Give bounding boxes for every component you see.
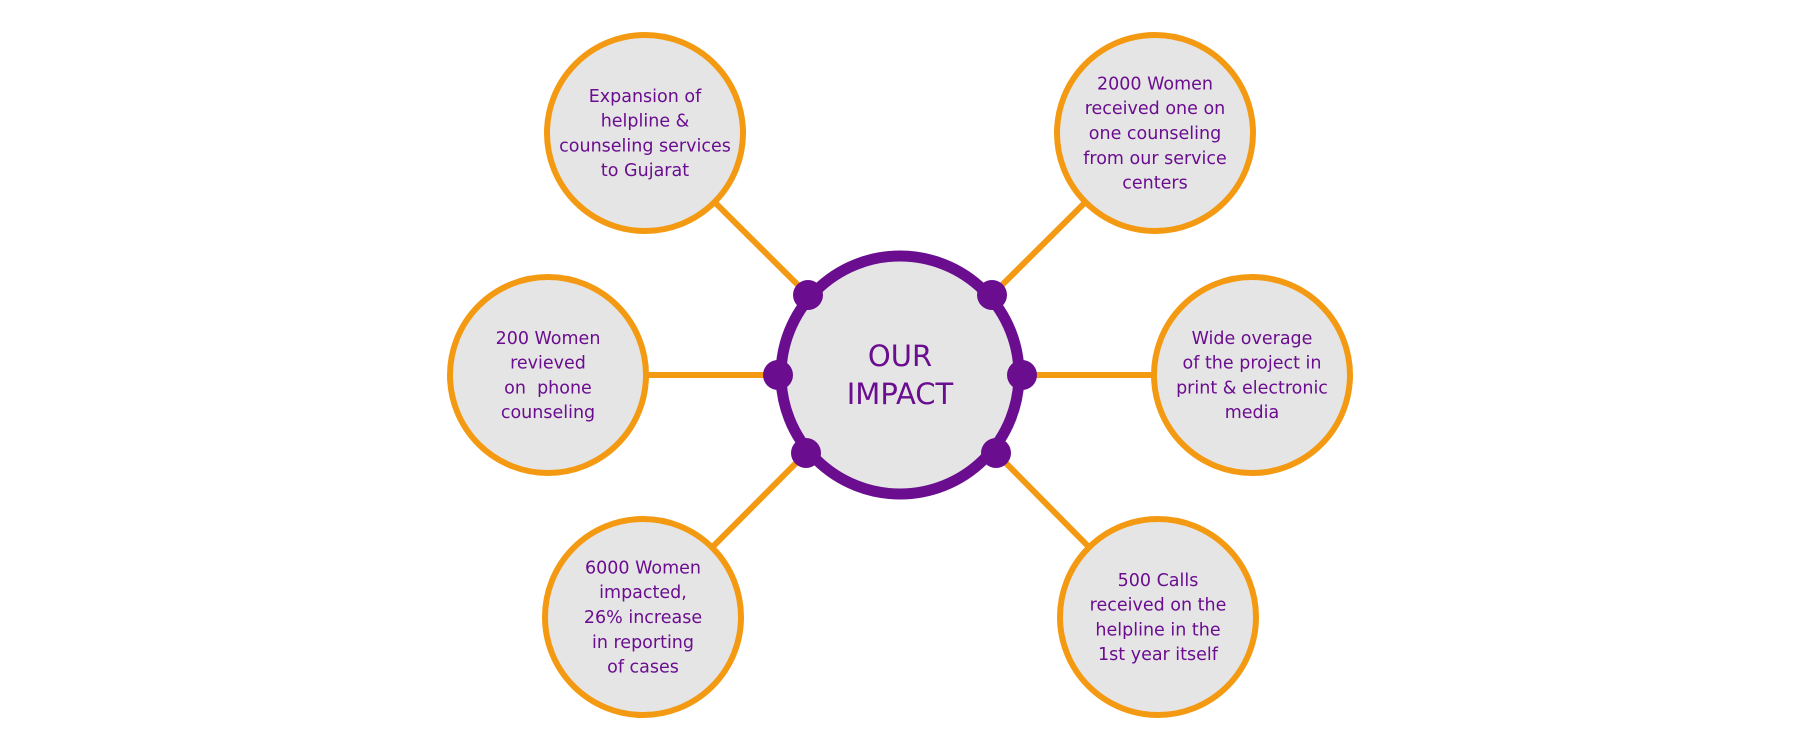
node-circle — [447, 274, 649, 476]
node-text-line: Expansion of — [589, 87, 702, 107]
impact-node-bottom-left: 6000 Women impacted, 26% increase in report… — [542, 516, 744, 718]
node-text-line: 6000 Women — [585, 558, 701, 578]
node-text-line: counseling — [501, 403, 595, 423]
impact-node-top-right: 2000 Women received one on one counseling f… — [1054, 32, 1256, 234]
node-text-line: in reporting — [592, 633, 694, 653]
center-title-line: IMPACT — [847, 377, 954, 411]
connector-line-top-right — [989, 198, 1090, 298]
node-text-line: 500 Calls — [1118, 571, 1199, 591]
impact-node-middle-left: 200 Women revieved on phone counseling — [447, 274, 649, 476]
hub-dot-middle-left — [763, 360, 793, 390]
node-text-line: revieved — [510, 354, 586, 374]
hub-dot-top-right — [977, 280, 1007, 310]
node-circle — [1057, 516, 1259, 718]
node-text-line: of cases — [607, 658, 679, 678]
impact-node-middle-right: Wide overage of the project in print & ele… — [1151, 274, 1353, 476]
connector-line-top-left — [710, 198, 811, 298]
connector-line-bottom-left — [708, 450, 809, 552]
connector-line-bottom-right — [993, 450, 1093, 551]
impact-node-bottom-right: 500 Calls received on the helpline in the 1… — [1057, 516, 1259, 718]
node-text-line: media — [1225, 403, 1280, 423]
connector-lines — [644, 198, 1156, 552]
node-text: 200 Women revieved on phone counseling — [496, 329, 601, 423]
hub-dot-bottom-right — [981, 438, 1011, 468]
node-text-line: 2000 Women — [1097, 74, 1213, 94]
hub-dot-bottom-left — [791, 438, 821, 468]
node-text: 6000 Women impacted, 26% increase in report… — [584, 558, 702, 677]
node-text-line: print & electronic — [1176, 378, 1328, 398]
center-title: OUR IMPACT — [847, 339, 954, 411]
node-text-line: 26% increase — [584, 608, 702, 628]
node-text-line: 200 Women — [496, 329, 601, 349]
node-text-line: helpline & — [601, 112, 690, 132]
hub-dot-top-left — [793, 280, 823, 310]
node-text-line: received one on — [1085, 99, 1226, 119]
node-text-line: Wide overage — [1192, 329, 1313, 349]
node-circle — [1054, 32, 1256, 234]
node-text-line: received on the — [1090, 596, 1227, 616]
hub-dot-middle-right — [1007, 360, 1037, 390]
impact-nodes: Expansion of helpline & counseling service… — [447, 32, 1353, 718]
node-text-line: on phone — [504, 378, 592, 398]
node-text-line: 1st year itself — [1098, 645, 1219, 665]
node-text-line: counseling services — [559, 136, 731, 156]
node-text-line: of the project in — [1183, 354, 1322, 374]
center-hub: OUR IMPACT — [763, 250, 1037, 500]
node-text-line: from our service — [1083, 149, 1227, 169]
node-text: Wide overage of the project in print & ele… — [1176, 329, 1328, 423]
impact-node-top-left: Expansion of helpline & counseling service… — [544, 32, 746, 234]
node-text-line: to Gujarat — [601, 161, 689, 181]
node-circle — [544, 32, 746, 234]
center-connection-dots — [763, 280, 1037, 468]
center-title-line: OUR — [868, 339, 932, 373]
node-text-line: one counseling — [1089, 124, 1221, 144]
node-text-line: impacted, — [599, 583, 687, 603]
node-circle — [542, 516, 744, 718]
node-text-line: centers — [1122, 174, 1187, 194]
node-text: 500 Calls received on the helpline in the 1… — [1090, 571, 1227, 665]
node-circle — [1151, 274, 1353, 476]
node-text: Expansion of helpline & counseling service… — [559, 87, 731, 181]
node-text-line: helpline in the — [1095, 620, 1220, 640]
node-text: 2000 Women received one on one counseling f… — [1083, 74, 1227, 193]
